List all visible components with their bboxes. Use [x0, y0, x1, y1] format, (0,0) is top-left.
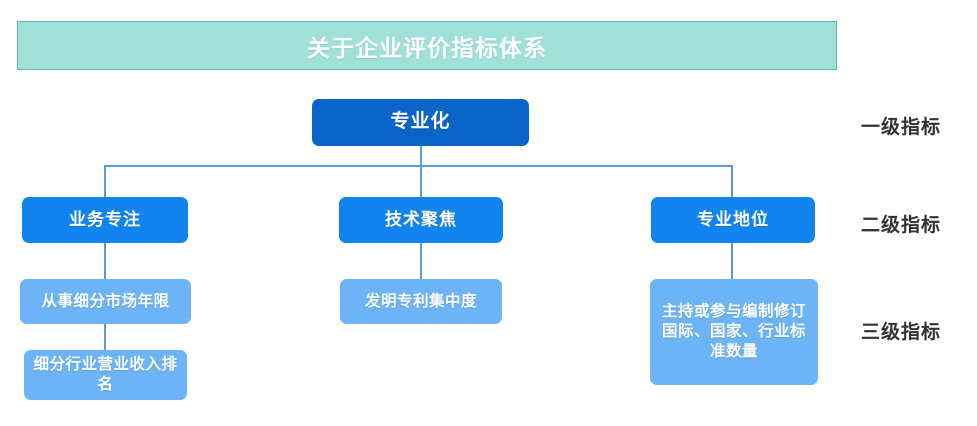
connector-branch-2-stem — [420, 243, 422, 279]
node-level3-standards-count[interactable]: 主持或参与编制修订国际、国家、行业标准数量 — [650, 279, 818, 385]
node-level3-market-years[interactable]: 从事细分市场年限 — [20, 279, 191, 324]
connector-branch-3-stem — [731, 243, 733, 279]
node-level2-professional-status[interactable]: 专业地位 — [651, 197, 815, 243]
connector-root-down — [420, 146, 422, 166]
node-level3-revenue-ranking[interactable]: 细分行业营业收入排名 — [24, 350, 187, 400]
page-title: 关于企业评价指标体系 — [307, 34, 547, 61]
level-label-3: 三级指标 — [861, 322, 942, 343]
level-label-1: 一级指标 — [861, 117, 942, 138]
level-label-2: 二级指标 — [861, 215, 942, 236]
node-level2-business-focus[interactable]: 业务专注 — [22, 197, 188, 243]
connector-bus-to-branch-3 — [731, 165, 733, 197]
node-level1-root[interactable]: 专业化 — [312, 99, 529, 146]
node-level3-patent-concentration[interactable]: 发明专利集中度 — [340, 279, 502, 324]
connector-horizontal-bus — [104, 165, 732, 167]
connector-bus-to-branch-1 — [104, 165, 106, 197]
connector-bus-to-branch-2 — [420, 165, 422, 197]
node-level2-technology-focus[interactable]: 技术聚焦 — [339, 197, 503, 243]
title-banner: 关于企业评价指标体系 — [17, 21, 837, 70]
